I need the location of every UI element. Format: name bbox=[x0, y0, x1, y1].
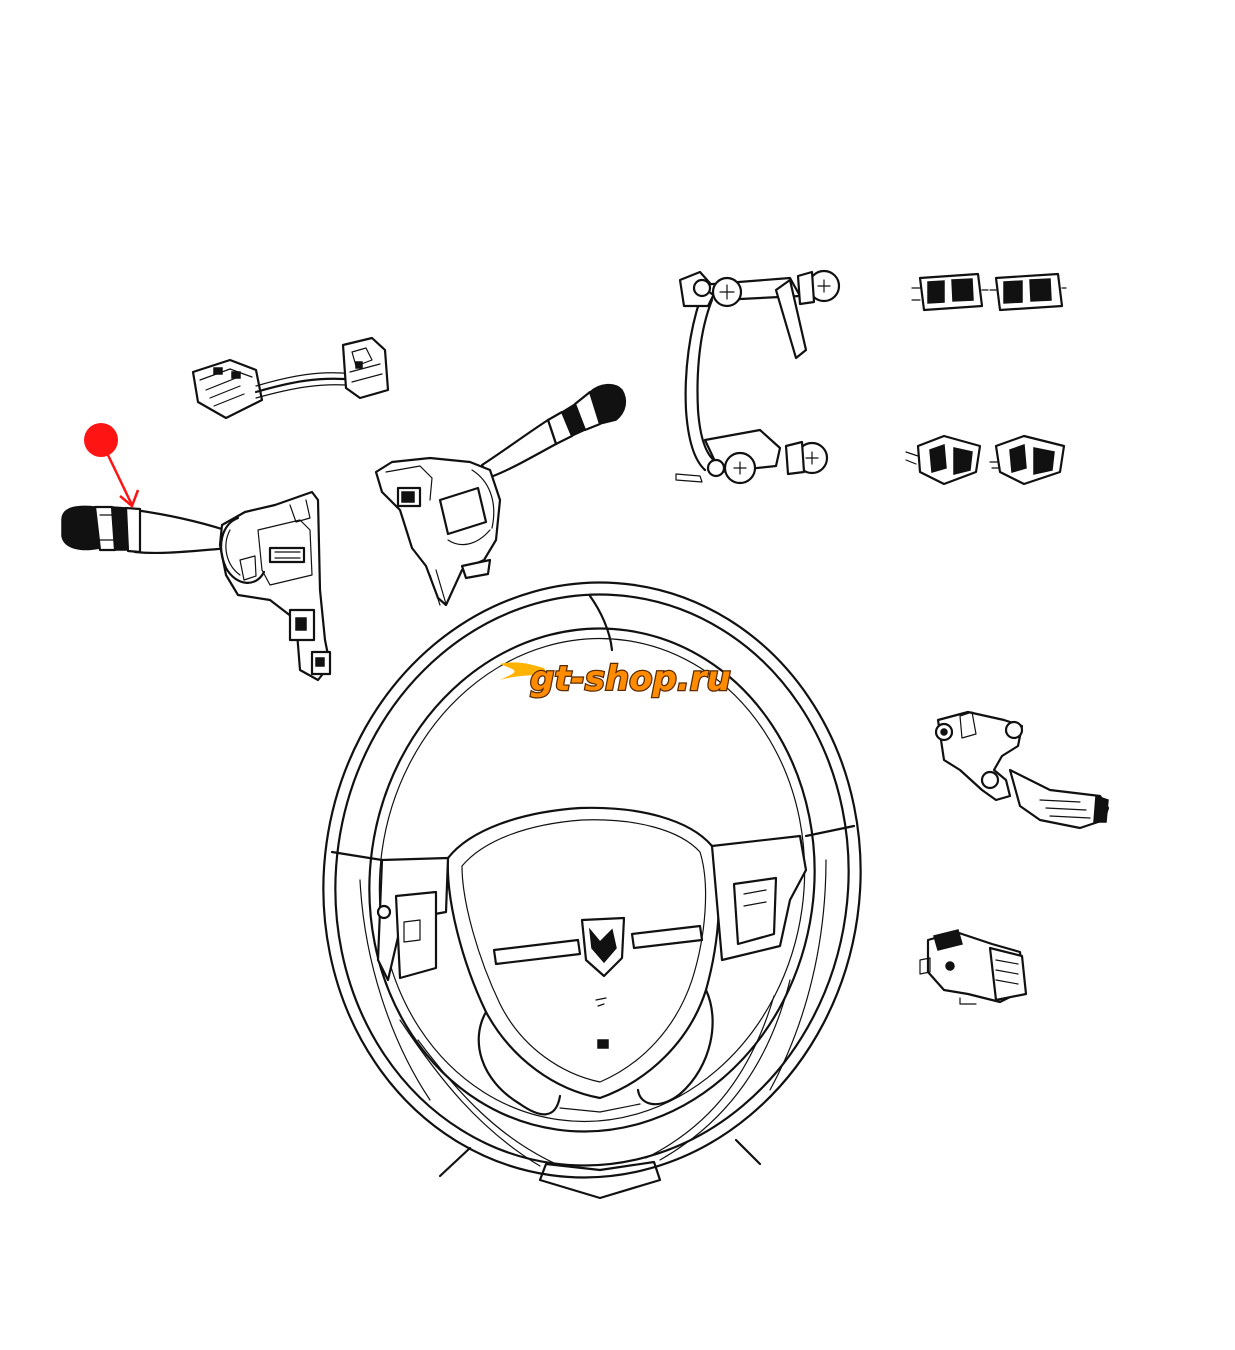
multifunction-switch-lever[interactable] bbox=[61, 490, 332, 682]
paddle-shifter-bracket bbox=[675, 269, 841, 485]
callout-arrow-line bbox=[106, 454, 134, 506]
speed-control-switch bbox=[934, 710, 1110, 830]
callout-arrowhead bbox=[119, 489, 140, 509]
steering-wheel bbox=[322, 581, 862, 1200]
switch-connectors-top bbox=[911, 272, 1067, 312]
callout-dot bbox=[84, 423, 118, 457]
watermark-flame-icon bbox=[500, 662, 548, 680]
small-switch bbox=[919, 929, 1028, 1005]
watermark-text: gt-shop.ru bbox=[530, 659, 731, 699]
wiring-harness-pigtail bbox=[191, 336, 390, 420]
switch-connectors-middle bbox=[905, 434, 1066, 486]
watermark-logo: gt-shop.ru bbox=[500, 658, 732, 700]
wiper-switch-lever bbox=[374, 383, 627, 607]
callout-marker bbox=[84, 423, 140, 509]
